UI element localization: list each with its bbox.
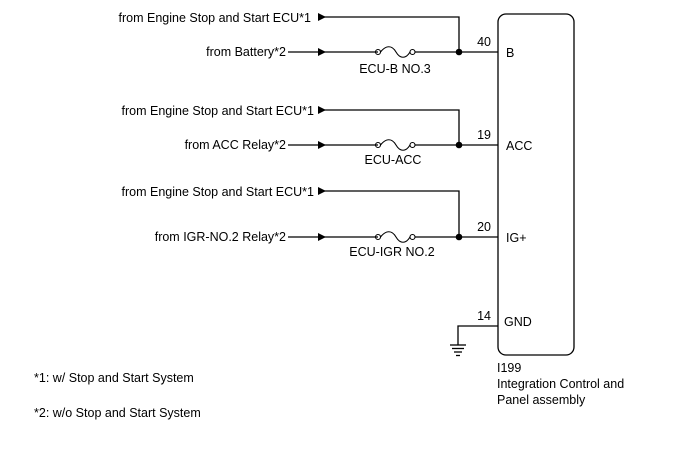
junction-dot xyxy=(455,48,463,56)
pin-name-b: B xyxy=(506,46,514,60)
wire-acc-ess xyxy=(318,109,460,145)
wire-gnd xyxy=(457,325,498,345)
pin-number-ig: 20 xyxy=(477,220,491,234)
component-box xyxy=(497,13,575,356)
pin-name-acc: ACC xyxy=(506,139,532,153)
wire-ig-ess xyxy=(318,190,460,237)
component-name-line2: Panel assembly xyxy=(497,393,586,407)
pin-number-gnd: 14 xyxy=(477,309,491,323)
note-2: *2: w/o Stop and Start System xyxy=(34,406,201,420)
circuit-b: from Engine Stop and Start ECU*1 from Ba… xyxy=(119,11,515,76)
pin-name-ig: IG+ xyxy=(506,231,527,245)
junction-dot xyxy=(455,141,463,149)
ground-icon xyxy=(450,344,466,357)
source-label-acc-main: from ACC Relay*2 xyxy=(185,138,286,152)
fuse-label-acc: ECU-ACC xyxy=(365,153,422,167)
fuse-label-ig: ECU-IGR NO.2 xyxy=(349,245,434,259)
fuse-icon xyxy=(374,46,416,58)
source-label-ig-ess: from Engine Stop and Start ECU*1 xyxy=(122,185,315,199)
component-name-line1: Integration Control and xyxy=(497,377,624,391)
pin-number-acc: 19 xyxy=(477,128,491,142)
component-code: I199 xyxy=(497,361,521,375)
source-label-b-ess: from Engine Stop and Start ECU*1 xyxy=(119,11,312,25)
fuse-icon xyxy=(374,231,416,243)
source-label-b-main: from Battery*2 xyxy=(206,45,286,59)
source-label-ig-main: from IGR-NO.2 Relay*2 xyxy=(155,230,286,244)
circuit-gnd: 14 GND xyxy=(450,309,532,357)
wire-b-ess xyxy=(318,16,460,52)
circuit-acc: from Engine Stop and Start ECU*1 from AC… xyxy=(122,104,533,167)
junction-dot xyxy=(455,233,463,241)
circuit-ig: from Engine Stop and Start ECU*1 from IG… xyxy=(122,185,527,259)
fuse-label-b: ECU-B NO.3 xyxy=(359,62,431,76)
fuse-icon xyxy=(374,139,416,151)
note-1: *1: w/ Stop and Start System xyxy=(34,371,194,385)
source-label-acc-ess: from Engine Stop and Start ECU*1 xyxy=(122,104,315,118)
pin-name-gnd: GND xyxy=(504,315,532,329)
pin-number-b: 40 xyxy=(477,35,491,49)
